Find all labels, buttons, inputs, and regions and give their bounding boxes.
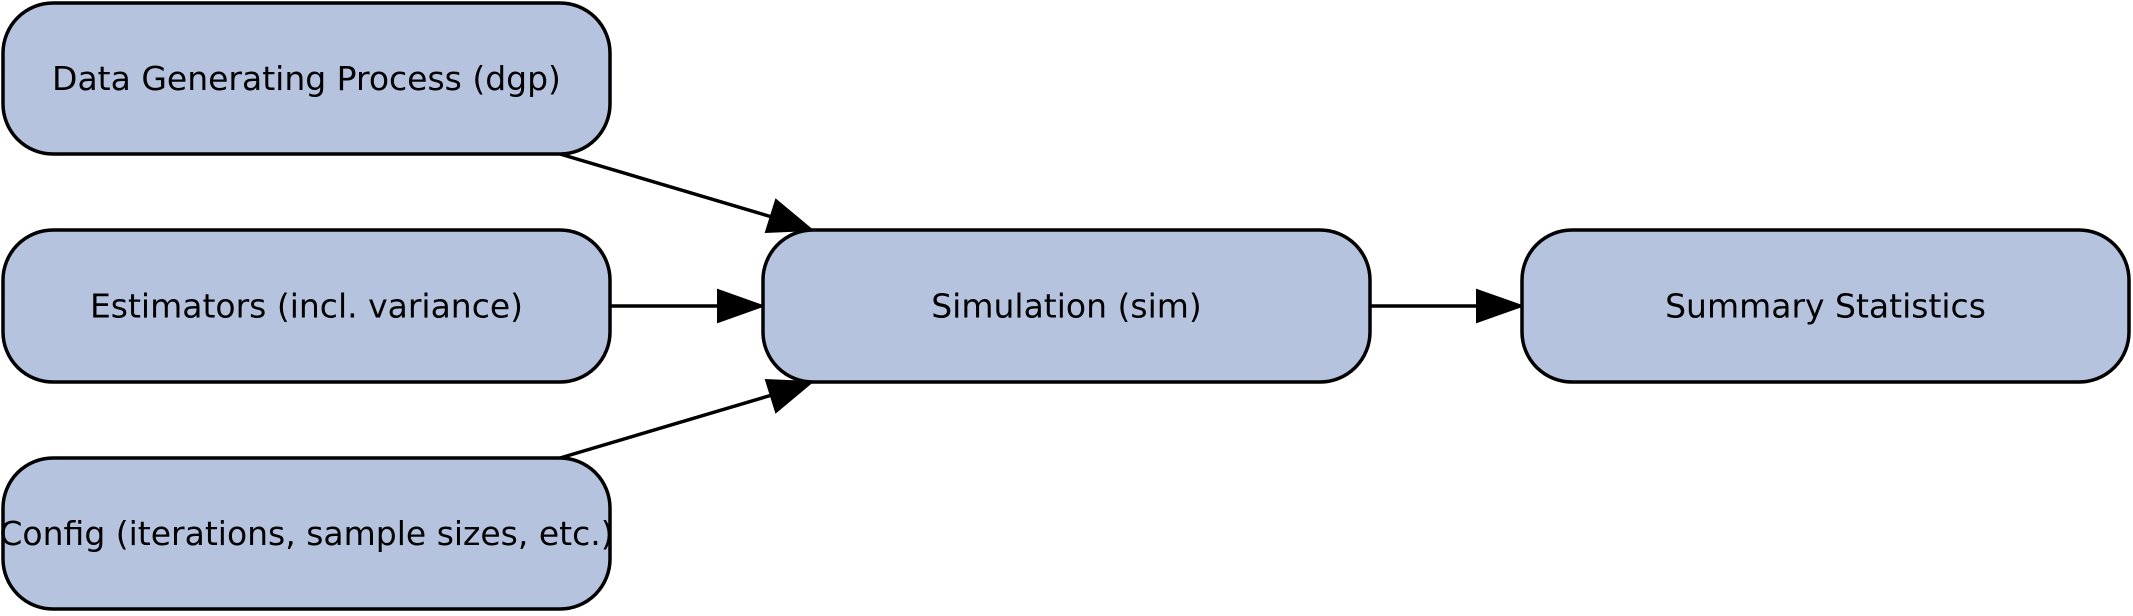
node-config-label: Config (iterations, sample sizes, etc.): [0, 514, 614, 553]
edges: [559, 152, 1525, 460]
node-estimators-label: Estimators (incl. variance): [90, 287, 523, 326]
node-dgp-label: Data Generating Process (dgp): [52, 59, 561, 98]
edge-estimators-to-sim: [610, 288, 766, 324]
edge-config-to-sim: [559, 378, 815, 460]
node-dgp: Data Generating Process (dgp): [1, 1, 612, 156]
node-config: Config (iterations, sample sizes, etc.): [0, 456, 614, 611]
node-summary: Summary Statistics: [1520, 228, 2131, 384]
node-sim-label: Simulation (sim): [931, 287, 1202, 326]
node-estimators: Estimators (incl. variance): [1, 228, 612, 384]
edge-dgp-to-sim: [559, 152, 815, 234]
node-sim: Simulation (sim): [761, 228, 1372, 384]
node-summary-label: Summary Statistics: [1665, 287, 1986, 326]
edge-sim-to-summary: [1370, 288, 1525, 324]
